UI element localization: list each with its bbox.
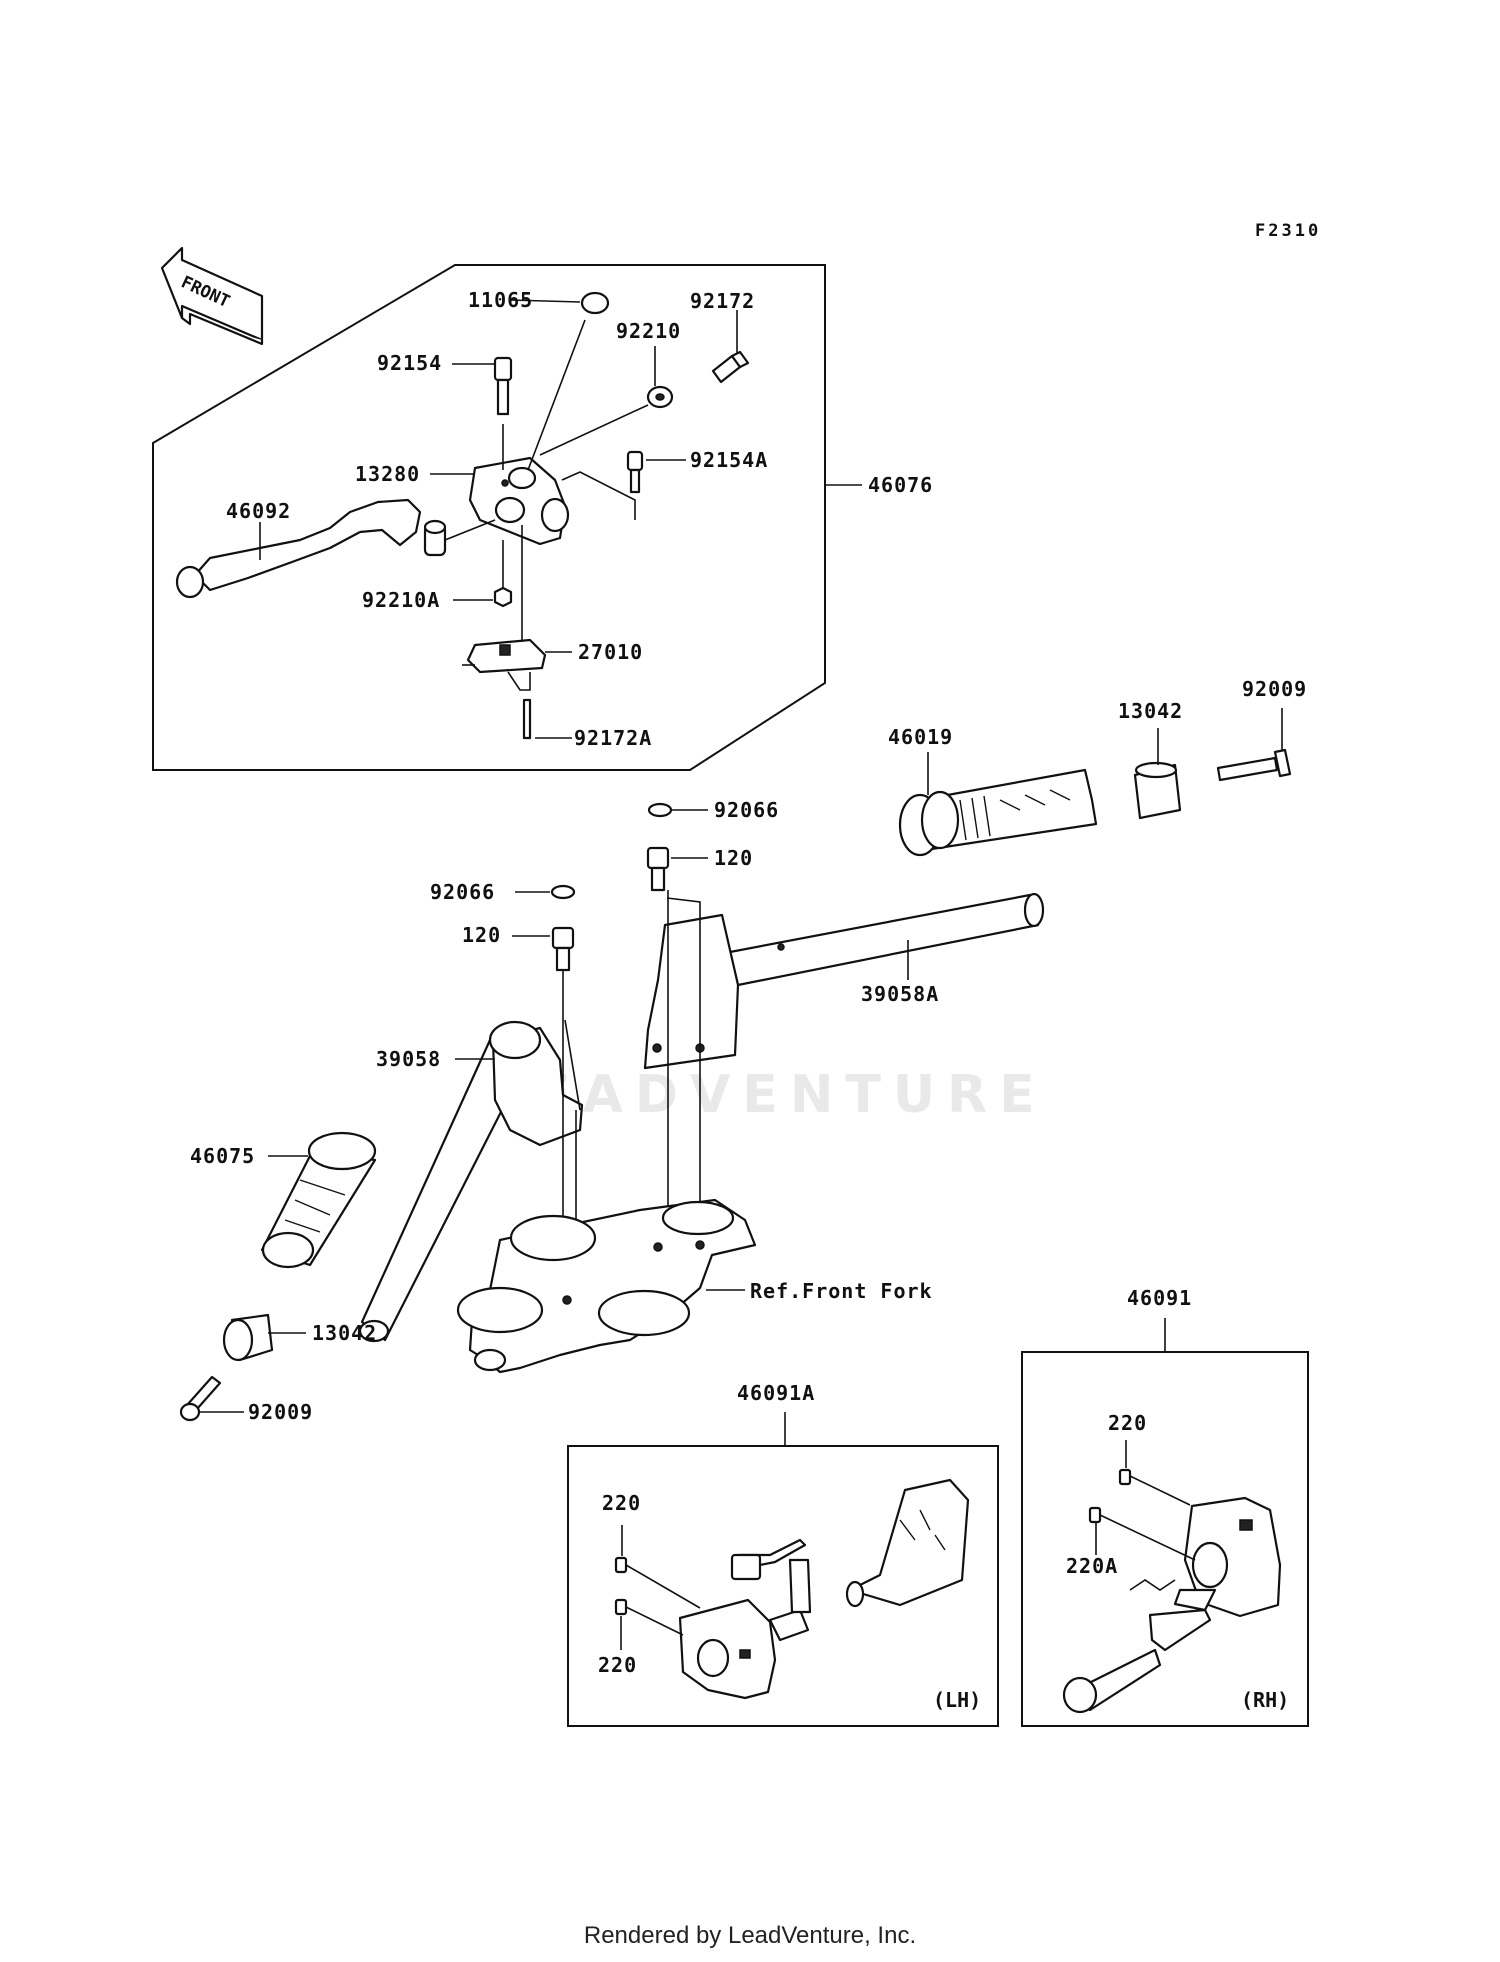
bolt-92154A [626, 450, 644, 494]
screw-92009-left [179, 1375, 222, 1422]
callout-13042-left: 13042 [312, 1321, 377, 1345]
bolt-220-rh [1118, 1468, 1191, 1506]
callout-220A: 220A [1066, 1554, 1118, 1578]
callout-120-right: 120 [714, 846, 753, 870]
callout-92066-right: 92066 [714, 798, 779, 822]
washer-92066-left [550, 884, 576, 900]
screw-92172A [522, 698, 532, 740]
rh-switch-housing [1062, 1496, 1282, 1714]
triple-clamp-front-fork [456, 1198, 757, 1374]
bolt-120-left [551, 926, 575, 972]
clutch-lever-46092 [175, 498, 447, 599]
handlebar-39058-left [358, 1020, 584, 1343]
bar-end-weight-13042-right [1133, 761, 1182, 820]
callout-46091A: 46091A [737, 1381, 815, 1405]
cap-11065 [580, 291, 610, 315]
callout-92172A: 92172A [574, 726, 652, 750]
left-grip-46075 [260, 1131, 377, 1269]
callout-120-left: 120 [462, 923, 501, 947]
callout-220-lh-upper: 220 [602, 1491, 641, 1515]
bolt-220-lh-upper [614, 1556, 701, 1609]
front-arrow-icon: FRONT [160, 246, 264, 346]
callout-46019: 46019 [888, 725, 953, 749]
callout-92009-right: 92009 [1242, 677, 1307, 701]
bolt-220-lh-lower [614, 1598, 684, 1636]
lh-side-label: (LH) [933, 1688, 981, 1712]
callout-220-lh-lower: 220 [598, 1653, 637, 1677]
callout-92210: 92210 [616, 319, 681, 343]
callout-92154: 92154 [377, 351, 442, 375]
figure-code: F2310 [1255, 221, 1321, 241]
callout-39058A: 39058A [861, 982, 939, 1006]
bolt-120-right [646, 846, 670, 892]
bolt-92154 [493, 356, 513, 416]
callout-92154A: 92154A [690, 448, 768, 472]
lh-switch-housing [678, 1478, 970, 1700]
callout-220-rh: 220 [1108, 1411, 1147, 1435]
washer-92066-right [647, 802, 673, 818]
callout-92172: 92172 [690, 289, 755, 313]
footer-credit: Rendered by LeadVenture, Inc. [583, 1922, 917, 1949]
lever-holder-13280 [468, 456, 570, 546]
lh-switch-box [567, 1445, 999, 1727]
callout-46076: 46076 [868, 473, 933, 497]
bolt-220A [1088, 1506, 1196, 1561]
handlebar-39058A-right [643, 892, 1045, 1070]
callout-13280: 13280 [355, 462, 420, 486]
screw-92172 [711, 350, 750, 384]
screw-92009-right [1216, 748, 1292, 782]
callout-92009-left: 92009 [248, 1400, 313, 1424]
nut-92210 [646, 385, 674, 409]
callout-11065: 11065 [468, 288, 533, 312]
callout-46075: 46075 [190, 1144, 255, 1168]
rh-side-label: (RH) [1241, 1688, 1289, 1712]
callout-ref-front-fork: Ref.Front Fork [750, 1279, 933, 1303]
callout-13042-right: 13042 [1118, 699, 1183, 723]
callout-46091: 46091 [1127, 1286, 1192, 1310]
callout-92210A: 92210A [362, 588, 440, 612]
callout-92066-left: 92066 [430, 880, 495, 904]
clutch-assembly-box [152, 264, 826, 771]
nut-92210A [493, 586, 513, 608]
callout-27010: 27010 [578, 640, 643, 664]
callout-46092: 46092 [226, 499, 291, 523]
callout-39058: 39058 [376, 1047, 441, 1071]
clutch-switch-27010 [462, 638, 547, 674]
bar-end-weight-13042-left [222, 1313, 274, 1362]
throttle-grip-46019 [898, 768, 1098, 857]
